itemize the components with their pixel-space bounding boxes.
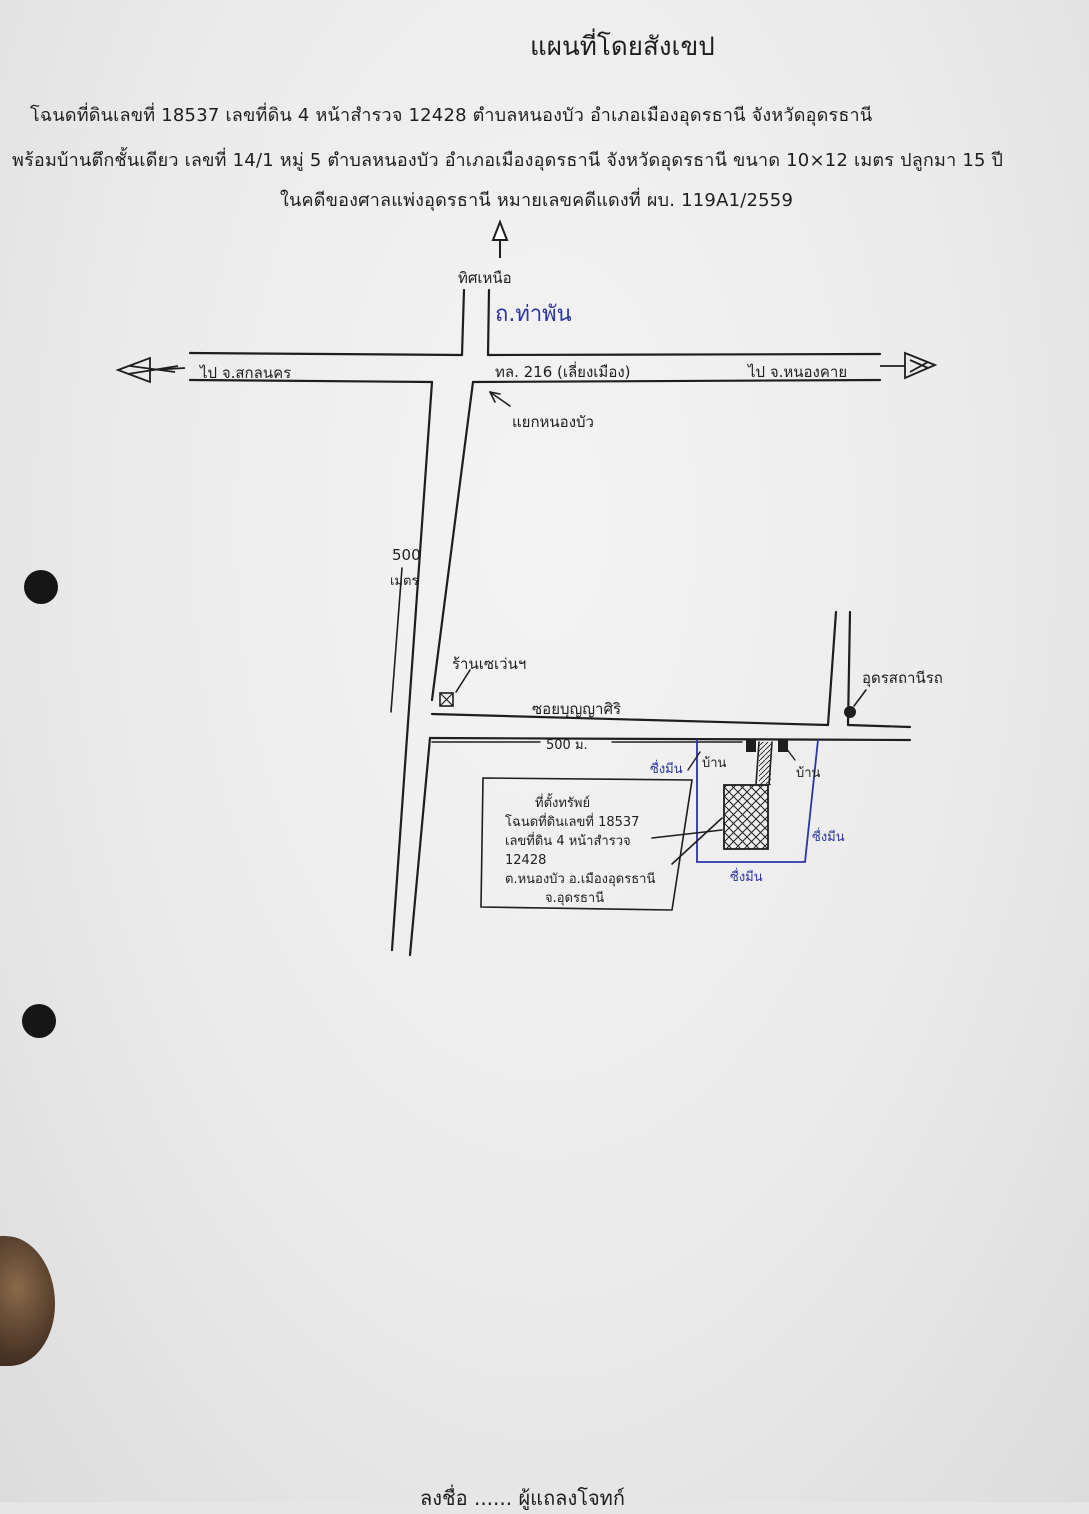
intersection-label: แยกหนองบัว [512, 413, 594, 431]
shop-icon [439, 692, 454, 707]
house-top-left-label: บ้าน [702, 756, 727, 771]
north-road-west-edge [460, 288, 466, 357]
north-label: ทิศเหนือ [458, 269, 512, 287]
driveway-left [755, 741, 760, 786]
house-top-right-label: บ้าน [796, 766, 821, 781]
terminal-leader [853, 689, 867, 707]
property-box-line3: ต.หนองบัว อ.เมืองอุดรธานี [505, 872, 656, 887]
intersection-leader [489, 391, 511, 407]
soi-name-label: ซอยบุญญาศิริ [532, 700, 622, 718]
distance-marker-vertical [390, 567, 403, 713]
terminal-road-east [846, 610, 852, 727]
north-road-label: ถ.ท่าพัน [495, 302, 572, 327]
neighbor-left-label: ซื่งมีน [650, 762, 683, 777]
property-box-line2: เลขที่ดิน 4 หน้าสำรวจ 12428 [505, 834, 631, 868]
south-road-east-edge-upper [430, 380, 475, 702]
property-box-line1: โฉนดที่ดินเลขที่ 18537 [505, 815, 640, 830]
west-arrow-icon [115, 356, 186, 384]
distance-soi-label: 500 ม. [546, 738, 588, 753]
property-box: ที่ตั้งทรัพย์ โฉนดที่ดินเลขที่ 18537 เลข… [505, 794, 675, 908]
soi-top-edge-east [846, 723, 912, 729]
soi-top-edge [430, 712, 830, 727]
neighbor-right-label: ซื่งมีน [812, 830, 845, 845]
south-road-west-edge [390, 380, 434, 952]
header-line-3: ในคดีของศาลแพ่งอุดรธานี หมายเลขคดีแดงที่… [280, 190, 794, 211]
property-pointer [671, 817, 723, 865]
house-left-icon [746, 740, 756, 752]
document-title: แผนที่โดยสังเขป [530, 32, 715, 62]
distance-side-unit: เมตร [390, 574, 419, 589]
punch-hole-bottom [22, 1004, 56, 1038]
property-building [723, 784, 769, 850]
terminal-label: อุดรสถานีรถ [862, 669, 943, 687]
main-road-bottom-edge-west [188, 378, 434, 384]
property-box-line4: จ.อุดรธานี [545, 891, 605, 906]
distance-side-value: 500 [392, 546, 421, 564]
main-road-label: ทล. 216 (เลี่ยงเมือง) [495, 363, 631, 381]
header-line-2: พร้อมบ้านตึกชั้นเดียว เลขที่ 14/1 หมู่ 5… [12, 150, 1004, 171]
terminal-dot-icon [844, 706, 856, 718]
east-direction-label: ไป จ.หนองคาย [748, 363, 848, 381]
property-box-title: ที่ตั้งทรัพย์ [535, 796, 591, 811]
shop-label: ร้านเซเว่นฯ [452, 655, 527, 673]
main-road-bottom-edge-east [471, 378, 882, 384]
header-line-1: โฉนดที่ดินเลขที่ 18537 เลขที่ดิน 4 หน้าส… [30, 105, 873, 126]
footer-signature-partial: ลงชื่อ ...... ผู้แถลงโจทก์ [420, 1486, 625, 1510]
property-outline [696, 739, 819, 863]
soi-bottom-edge [428, 736, 912, 742]
house-left-leader [687, 751, 701, 771]
east-arrow-icon [880, 351, 938, 380]
house-right-icon [778, 740, 788, 752]
driveway-hatch [759, 742, 771, 785]
shop-leader [455, 669, 471, 693]
main-road-top-edge-west [188, 351, 464, 357]
property-pointer-2 [651, 829, 723, 839]
north-arrow-icon [491, 219, 509, 258]
property-box-outline [480, 777, 693, 911]
punch-hole-top [24, 570, 58, 604]
main-road-top-edge-east [487, 352, 882, 357]
west-direction-label: ไป จ.สกลนคร [200, 364, 292, 382]
north-road-east-edge [486, 288, 491, 357]
intersection-arrow-head-a [489, 391, 496, 403]
south-road-east-edge-lower [408, 736, 432, 957]
neighbor-bottom-label: ซื่งมีน [730, 870, 763, 885]
terminal-road-west [826, 610, 838, 727]
intersection-arrow-head-b [489, 391, 501, 395]
